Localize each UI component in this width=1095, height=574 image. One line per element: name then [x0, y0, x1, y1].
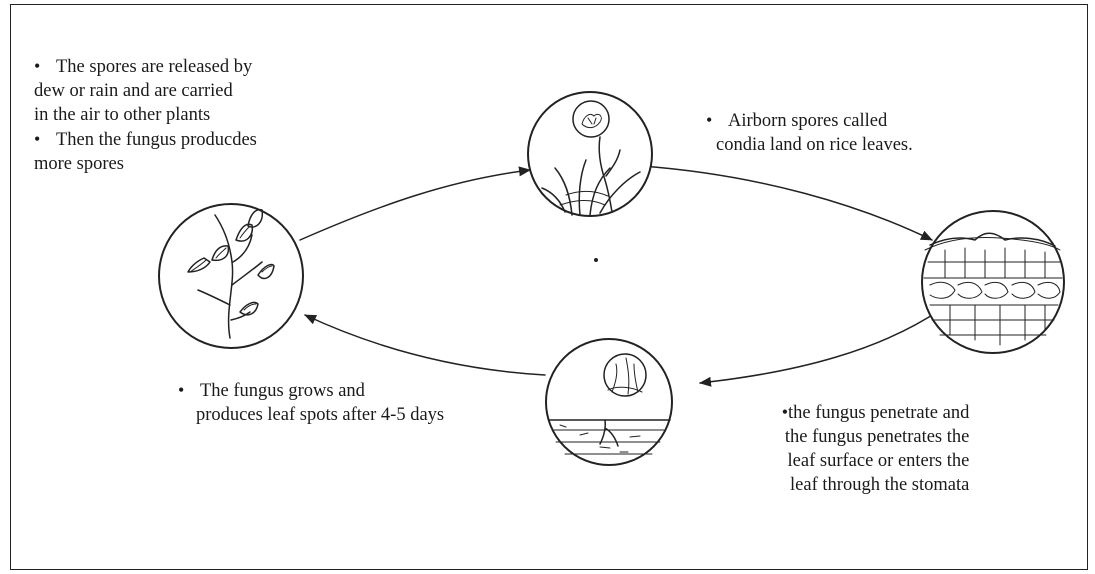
leaf-cross-section-icon — [922, 211, 1064, 353]
arrow-to-spore-release-stage — [305, 315, 545, 375]
penetration-line-4: leaf through the stomata — [766, 473, 969, 497]
penetration-line-3: leaf surface or enters the — [766, 449, 969, 473]
penetration-line-2: the fungus penetrates the — [766, 425, 969, 449]
conidiophore-spores-icon — [159, 204, 303, 348]
spore-release-line-1: The spores are released by — [34, 54, 257, 79]
spore-release-line-5: more spores — [34, 152, 257, 176]
airborne-spores-line-2: condia land on rice leaves. — [706, 133, 913, 157]
leaf-spots-line-1: The fungus grows and — [178, 378, 444, 403]
rice-plant-with-spore-icon — [528, 92, 652, 216]
penetration-line-1: the fungus penetrate and — [766, 400, 969, 425]
airborne-spores-note: Airborn spores called condia land on ric… — [706, 108, 913, 157]
fungus-in-leaf-tissue-icon — [546, 339, 672, 465]
leaf-spots-note: The fungus grows and produces leaf spots… — [178, 378, 444, 427]
arrow-to-penetration-stage — [642, 166, 932, 240]
arrow-to-leaf-spot-stage — [700, 310, 940, 383]
penetration-note: the fungus penetrate and the fungus pene… — [766, 400, 969, 497]
spore-release-line-3: in the air to other plants — [34, 103, 257, 127]
arrow-to-airborne-stage — [300, 170, 530, 240]
spore-release-line-4: Then the fungus producdes — [34, 127, 257, 152]
leaf-spots-line-2: produces leaf spots after 4-5 days — [178, 403, 444, 427]
stray-dot — [594, 258, 598, 262]
airborne-spores-line-1: Airborn spores called — [706, 108, 913, 133]
spore-release-line-2: dew or rain and are carried — [34, 79, 257, 103]
spore-release-note: The spores are released by dew or rain a… — [34, 54, 257, 176]
